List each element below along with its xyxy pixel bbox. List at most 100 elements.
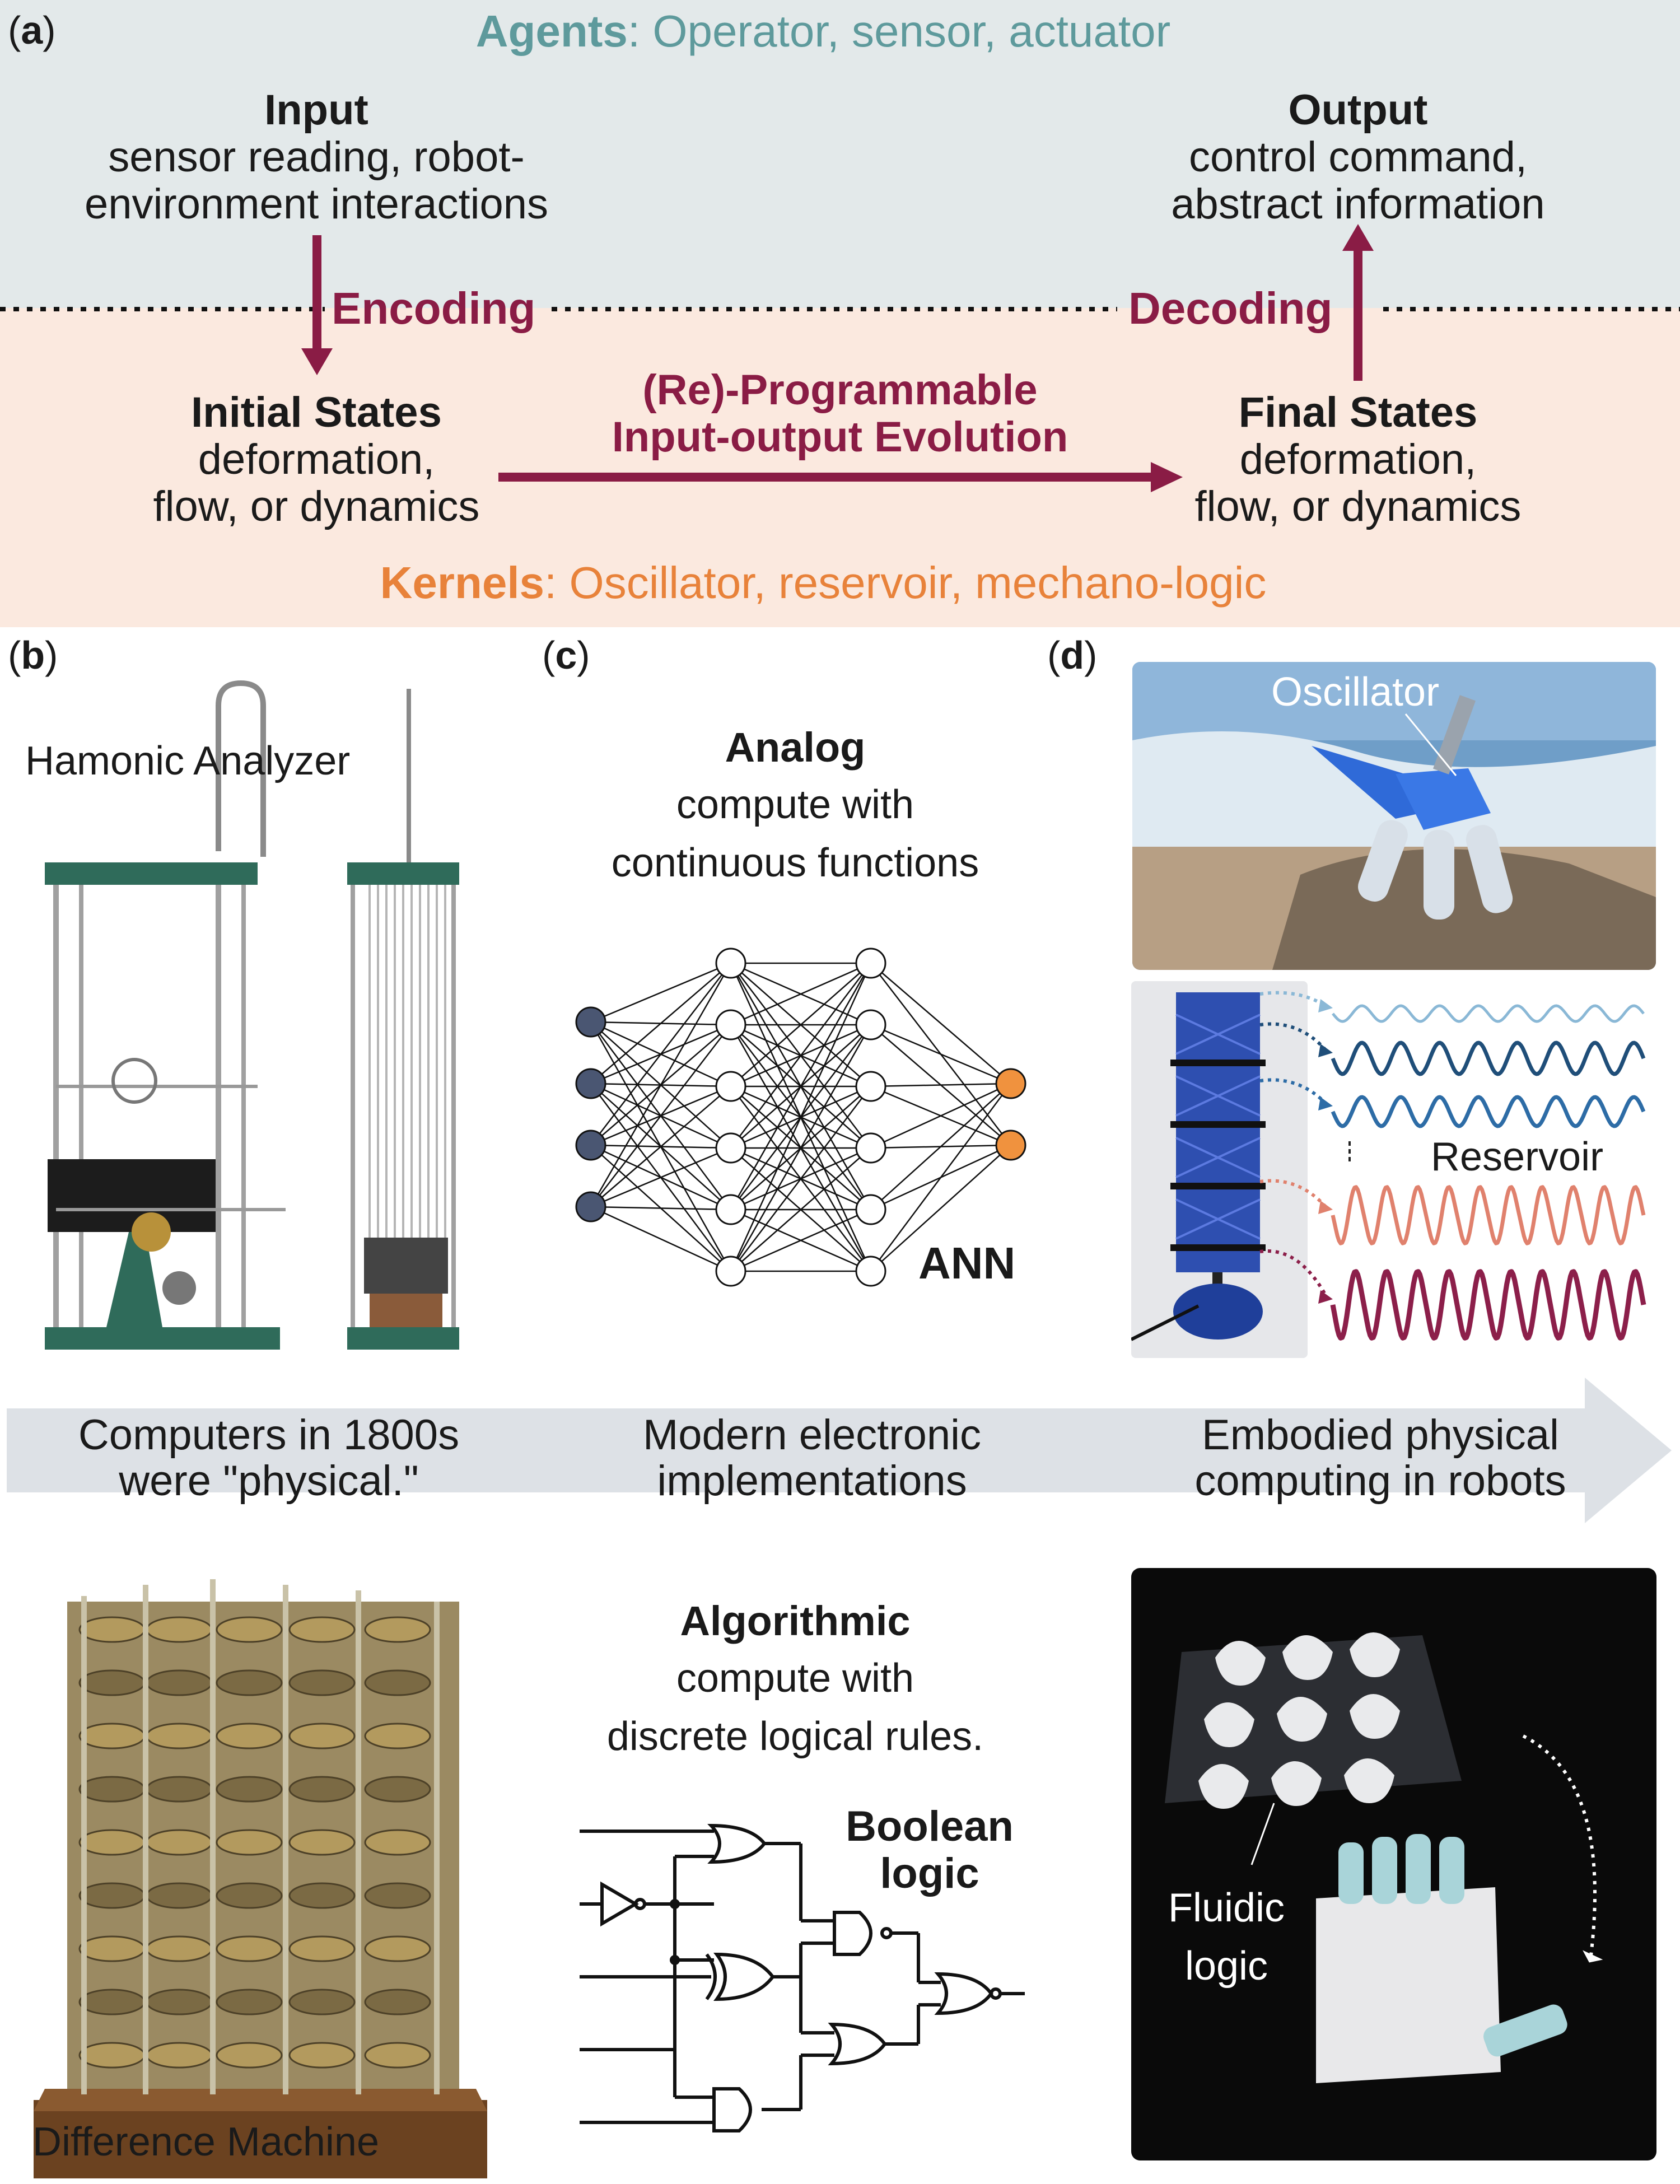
timeline-item-modern-line1: Modern electronic [642,1411,982,1459]
kernels-caption: Kernels: Oscillator, reservoir, mechano-… [0,557,1646,609]
reservoir-tap-arrow [1259,1078,1329,1107]
ann-output-node [995,1130,1026,1161]
fluidic-logic-photo [1131,1568,1656,2160]
kernels-caption-rest: : Oscillator, reservoir, mechano-logic [544,558,1267,608]
panel-d-letter: (d) [1047,633,1098,677]
gear-wheel [78,1935,146,1962]
ann-hidden-node [715,1071,746,1102]
ann-edge [730,962,871,1026]
gear-wheel [146,1776,213,1803]
gear-wheel [146,1669,213,1696]
and-gate-bottom [712,2087,752,2132]
gear-wheel [288,1616,356,1643]
reservoir-waves [1259,991,1646,1341]
gear-wheel [78,1989,146,2015]
ann-edge [870,1024,1011,1085]
gear-wheel [364,1669,431,1696]
reservoir-tap-arrow [1259,1249,1329,1299]
ann-hidden-node [855,1194,886,1225]
gear-wheel [364,1882,431,1909]
agents-caption: Agents: Operator, sensor, actuator [0,6,1646,57]
gear-wheel [288,2042,356,2069]
ann-hidden-node [855,1132,886,1164]
or-gate-top [707,1823,767,1864]
gear-wheel [78,1669,146,1696]
timeline-item-modern: Modern electronic implementations [560,1412,1064,1504]
decoding-label: Decoding [1128,283,1333,333]
ann-output-node [995,1068,1026,1099]
gear-wheel [364,1616,431,1643]
initial-states-block: Initial States deformation, flow, or dyn… [36,389,596,530]
agents-caption-rest: : Operator, sensor, actuator [627,6,1171,56]
timeline-item-embodied: Embodied physical computing in robots [1114,1412,1646,1504]
ann-edge [870,1083,1011,1210]
gear-wheel [146,1616,213,1643]
nor-gate [934,1972,993,2015]
final-states-block: Final States deformation, flow, or dynam… [1078,389,1638,530]
ann-edge [870,1082,1011,1149]
gear-wheel [216,1882,283,1909]
fluidic-line2: logic [1184,1944,1268,1989]
ann-edge [590,1206,731,1272]
ann-edge [870,963,1011,1084]
decoding-arrow-head [1342,224,1374,251]
ann-edge [730,963,871,1149]
gear-wheel [364,1989,431,2015]
gear-wheel [78,2042,146,2069]
gear-wheel [288,1882,356,1909]
gear-wheel [146,1723,213,1749]
reservoir-tap-arrowhead [1318,1097,1333,1110]
reservoir-robot-photo [1131,981,1308,1358]
ann-hidden-node [855,1009,886,1040]
output-title: Output [1288,86,1428,134]
reservoir-wave [1331,1040,1646,1076]
gear-wheel [288,1723,356,1749]
boolean-logic-circuit [580,1823,1025,2132]
xor-gate [713,1952,775,2001]
fluidic-line1: Fluidic [1168,1886,1285,1930]
timeline-item-embodied-line1: Embodied physical [1202,1411,1559,1459]
boolean-line2: logic [880,1850,979,1897]
gear-wheel [78,1723,146,1749]
ann-edge [730,1147,871,1272]
initial-states-line1: deformation, [198,436,435,483]
boolean-logic-label: Boolean logic [823,1803,1036,1897]
not-gate [600,1881,639,1927]
gear-wheel [146,2042,213,2069]
ann-edge [590,1024,731,1207]
timeline-arrow [7,1378,1672,1523]
encoding-label: Encoding [332,283,536,333]
ann-edge [590,963,732,1207]
final-states-title: Final States [1238,389,1478,436]
oscillator-photo [1132,662,1656,970]
reservoir-label: Reservoir [1431,1135,1604,1179]
gear-wheel [364,1935,431,1962]
reservoir-tap-arrowhead [1318,1044,1333,1057]
timeline-item-1800s: Computers in 1800s were "physical." [17,1412,521,1504]
output-block: Output control command, abstract informa… [1078,87,1638,228]
gear-wheel [216,1829,283,1856]
timeline-item-1800s-line1: Computers in 1800s [78,1411,460,1459]
gear-wheel [216,1776,283,1803]
gear-wheel [288,1776,356,1803]
ann-input-node [575,1068,606,1099]
nand-gate [833,1911,872,1956]
ann-edge [870,1082,1011,1088]
panel-a-letter: (a) [8,8,56,52]
final-states-line2: flow, or dynamics [1194,483,1522,530]
ann-edge [590,963,731,1084]
harmonic-analyzer-image [45,680,459,1350]
agents-caption-bold: Agents [475,6,628,56]
gear-wheel [216,2042,283,2069]
kernels-band [0,308,1680,627]
evolution-line2: Input-output Evolution [612,413,1068,461]
analog-line1: compute with [676,782,914,827]
ann-edge [590,1206,731,1211]
input-block: Input sensor reading, robot- environment… [36,87,596,228]
gear-wheel [216,1935,283,1962]
ann-edge [590,1086,731,1207]
ann-edge [730,1024,872,1272]
difference-machine-label: Difference Machine [32,2120,379,2164]
algorithmic-title: Algorithmic [680,1598,911,1644]
gear-wheel [146,1882,213,1909]
